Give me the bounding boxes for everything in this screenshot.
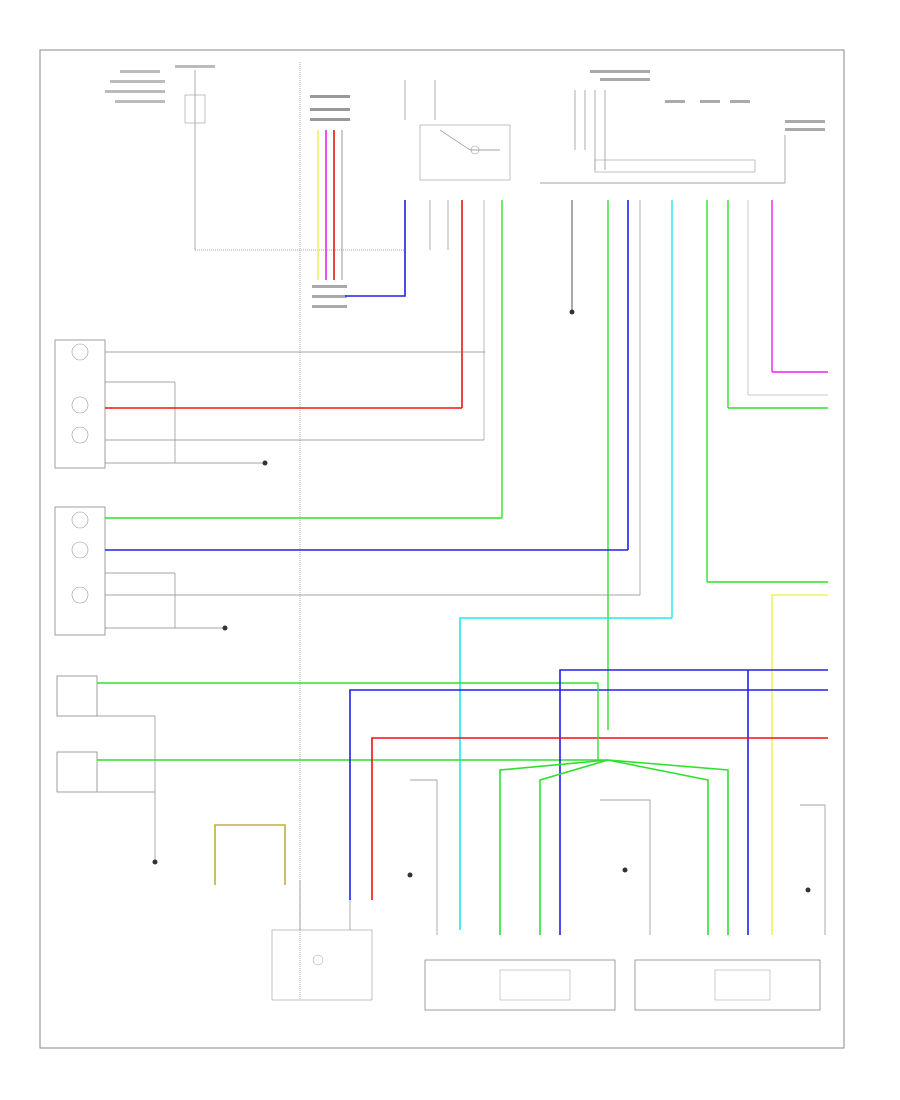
ground-symbols — [407, 867, 811, 893]
headlight-leveling-switch — [271, 880, 373, 1001]
top-center-relay — [404, 80, 511, 518]
left-headlamp-leveling-motor — [634, 959, 821, 1011]
right-edge-connections — [707, 371, 828, 935]
wire-cyan — [459, 617, 672, 930]
wire-olive — [214, 824, 286, 885]
lower-cross-wires — [349, 669, 828, 935]
top-right-junction — [540, 70, 825, 730]
right-headlamp-assembly — [54, 506, 640, 636]
top-connector-column — [299, 62, 350, 1000]
right-headlamp-leveling-motor — [424, 959, 616, 1011]
fog-lamp-assembly — [56, 675, 608, 865]
fuse-block-top-left — [105, 65, 405, 251]
wire-blue-top — [345, 200, 406, 297]
left-headlamp-assembly — [54, 339, 485, 469]
diagram-frame — [39, 49, 845, 1049]
